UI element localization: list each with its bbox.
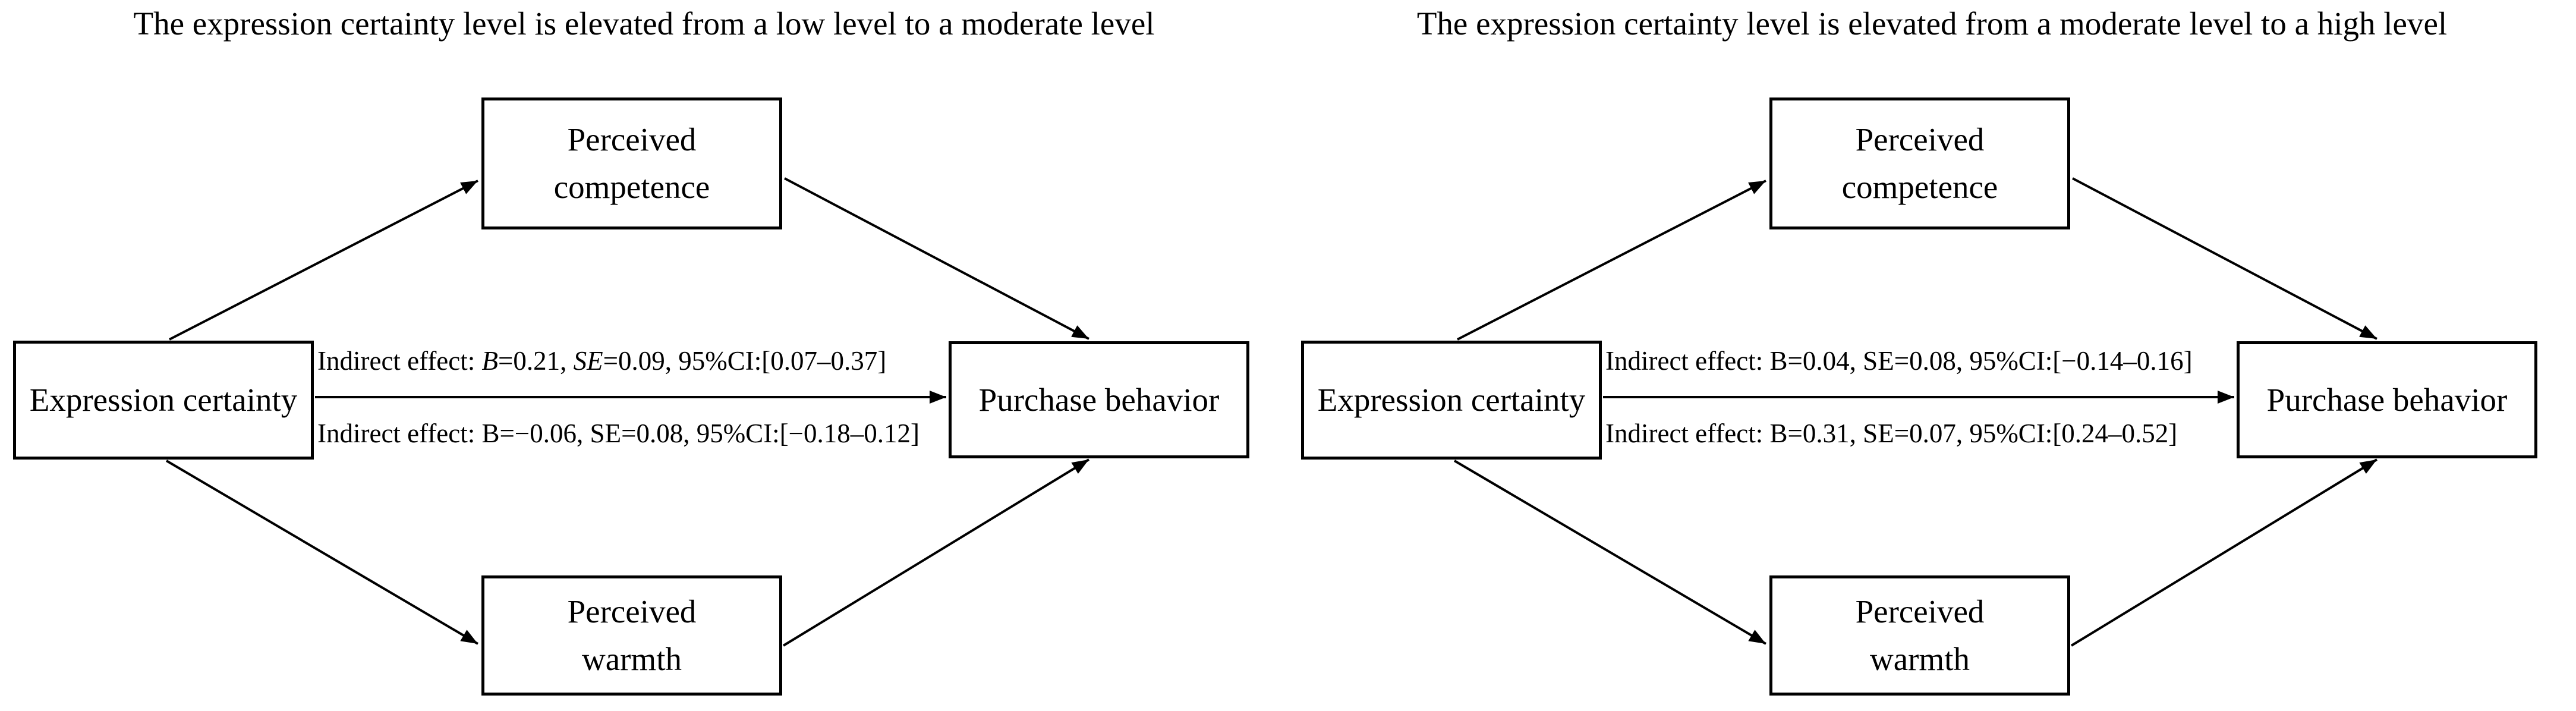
predictor-label: Expression certainty bbox=[29, 382, 298, 419]
outcome-label: Purchase behavior bbox=[2266, 381, 2508, 418]
label-prefix: Indirect effect: bbox=[1605, 346, 1770, 376]
mediator-warmth-line2: warmth bbox=[581, 641, 682, 677]
se-value-and-ci: =0.08, 95%CI:[−0.18–0.12] bbox=[621, 419, 920, 448]
se-symbol: SE bbox=[590, 419, 622, 448]
mediator-warmth-box: Perceived warmth bbox=[481, 575, 782, 696]
se-value-and-ci: =0.09, 95%CI:[0.07–0.37] bbox=[603, 346, 887, 376]
mediator-warmth-line1: Perceived bbox=[1855, 593, 1985, 630]
predictor-box: Expression certainty bbox=[1301, 341, 1602, 460]
arrow-predictor-to-competence bbox=[169, 180, 478, 341]
mediator-competence-line1: Perceived bbox=[1855, 121, 1985, 158]
mediator-warmth-box: Perceived warmth bbox=[1769, 575, 2070, 696]
label-prefix: Indirect effect: bbox=[317, 346, 482, 376]
predictor-label: Expression certainty bbox=[1317, 382, 1586, 419]
indirect-effect-warmth-label: Indirect effect: B=−0.06, SE=0.08, 95%CI… bbox=[317, 417, 919, 449]
arrow-predictor-to-warmth bbox=[165, 460, 479, 645]
b-symbol: B bbox=[481, 346, 499, 376]
arrow-predictor-to-competence bbox=[1457, 180, 1766, 341]
arrow-competence-to-outcome bbox=[784, 177, 1089, 340]
mediator-competence-line1: Perceived bbox=[567, 121, 697, 158]
outcome-label: Purchase behavior bbox=[978, 381, 1220, 418]
mediator-competence-line2: competence bbox=[1841, 169, 1998, 205]
mediator-competence-box: Perceived competence bbox=[481, 97, 782, 229]
indirect-effect-competence-label: Indirect effect: B=0.04, SE=0.08, 95%CI:… bbox=[1605, 345, 2193, 377]
arrow-competence-to-outcome bbox=[2072, 177, 2377, 340]
se-value-and-ci: =0.08, 95%CI:[−0.14–0.16] bbox=[1894, 346, 2193, 376]
mediator-warmth-line2: warmth bbox=[1869, 641, 1970, 677]
outcome-box: Purchase behavior bbox=[949, 341, 1249, 458]
outcome-box: Purchase behavior bbox=[2237, 341, 2537, 458]
indirect-effect-competence-label: Indirect effect: B=0.21, SE=0.09, 95%CI:… bbox=[317, 345, 886, 377]
arrow-warmth-to-outcome bbox=[2070, 458, 2378, 647]
b-symbol: B bbox=[1769, 419, 1788, 448]
label-prefix: Indirect effect: bbox=[317, 419, 482, 448]
arrows-layer bbox=[1453, 177, 2378, 647]
indirect-effect-warmth-label: Indirect effect: B=0.31, SE=0.07, 95%CI:… bbox=[1605, 417, 2177, 449]
se-value-and-ci: =0.07, 95%CI:[0.24–0.52] bbox=[1894, 419, 2178, 448]
predictor-box: Expression certainty bbox=[13, 341, 314, 460]
arrow-predictor-to-warmth bbox=[1453, 460, 1767, 645]
arrow-warmth-to-outcome bbox=[782, 458, 1090, 647]
b-symbol: B bbox=[481, 419, 500, 448]
b-value: =−0.06, bbox=[499, 419, 590, 448]
b-value: =0.04, bbox=[1787, 346, 1863, 376]
mediator-competence-line2: competence bbox=[553, 169, 710, 205]
mediator-competence-box: Perceived competence bbox=[1769, 97, 2070, 229]
panel-title: The expression certainty level is elevat… bbox=[133, 5, 1155, 42]
se-symbol: SE bbox=[1863, 419, 1894, 448]
se-symbol: SE bbox=[573, 346, 603, 376]
panel-moderate-to-high: The expression certainty level is elevat… bbox=[1288, 0, 2576, 711]
b-symbol: B bbox=[1769, 346, 1788, 376]
b-value: =0.31, bbox=[1787, 419, 1863, 448]
arrows-layer bbox=[165, 177, 1090, 647]
b-value: =0.21, bbox=[498, 346, 574, 376]
label-prefix: Indirect effect: bbox=[1605, 419, 1770, 448]
panel-low-to-moderate: The expression certainty level is elevat… bbox=[13, 5, 1249, 696]
mediator-warmth-line1: Perceived bbox=[567, 593, 697, 630]
se-symbol: SE bbox=[1863, 346, 1894, 376]
panel-title: The expression certainty level is elevat… bbox=[1416, 5, 2448, 42]
